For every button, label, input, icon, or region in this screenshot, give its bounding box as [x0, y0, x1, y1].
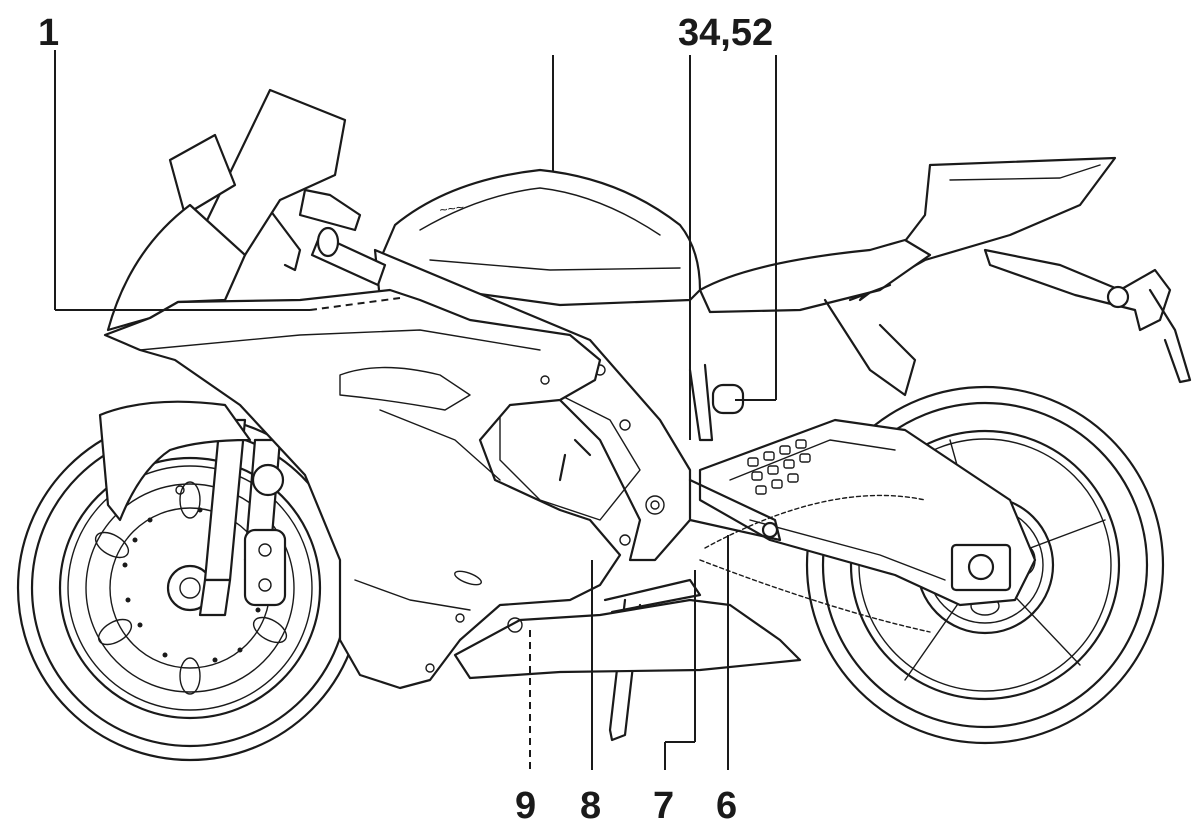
callout-6: 6 — [716, 785, 737, 827]
leader-1 — [54, 50, 401, 311]
callout-9: 9 — [515, 785, 536, 827]
drive-chain — [699, 494, 931, 633]
leader-7 — [664, 570, 696, 770]
front-brake-disc — [85, 481, 295, 695]
subframe — [823, 283, 917, 397]
swingarm — [698, 418, 1037, 607]
svg-text:~~~: ~~~ — [438, 199, 465, 218]
front-fender — [98, 400, 252, 522]
tail-section — [858, 156, 1192, 384]
fuel-tank: ~~~ — [378, 168, 702, 307]
rear-shock — [688, 363, 745, 442]
mirror — [168, 133, 237, 217]
callout-1: 1 — [38, 12, 59, 54]
leader-34-52 — [689, 55, 777, 440]
callout-8: 8 — [580, 785, 601, 827]
handlebar — [268, 188, 387, 287]
callout-7: 7 — [653, 785, 674, 827]
under-cowl — [453, 598, 802, 680]
callout-34-52: 34,52 — [678, 12, 773, 54]
rider-seat — [698, 238, 932, 314]
front-fairing — [103, 203, 622, 690]
sidestand — [608, 598, 642, 742]
front-fork — [198, 418, 287, 617]
